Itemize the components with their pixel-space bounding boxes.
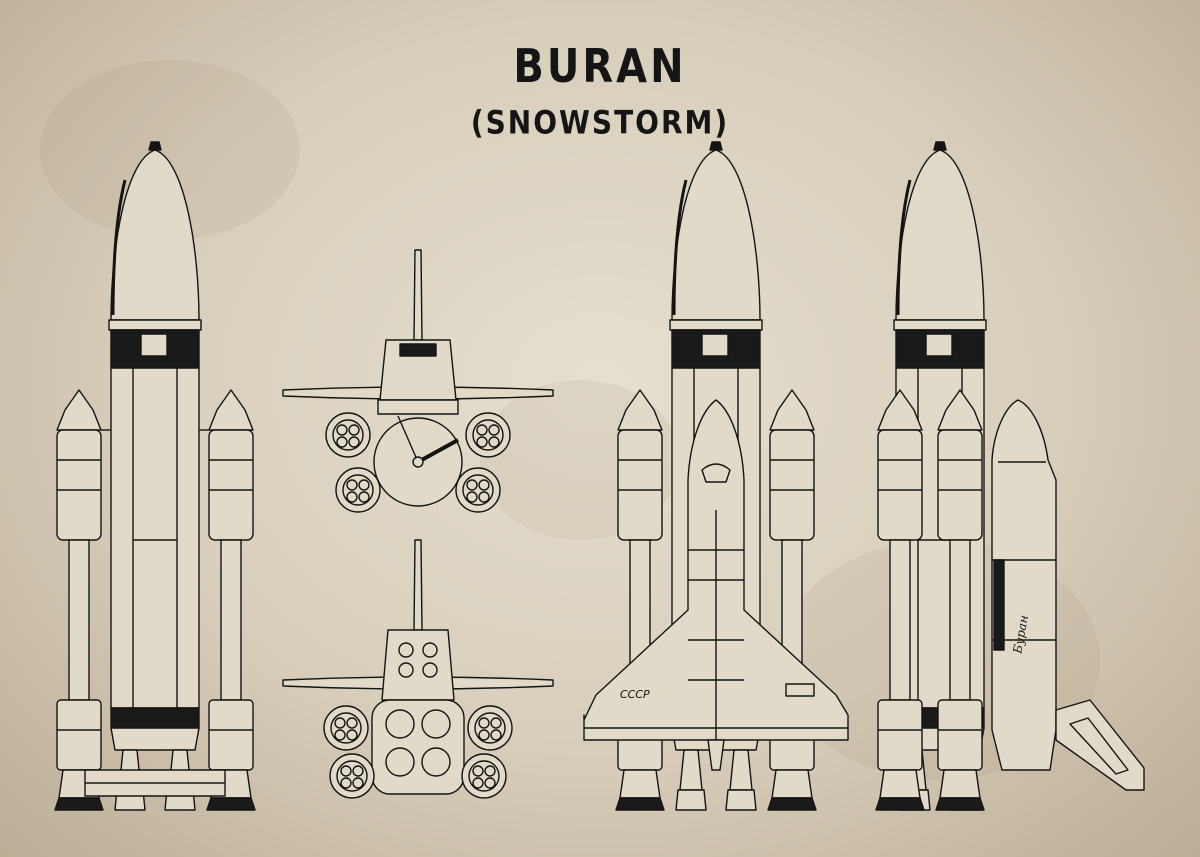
launcher-bottom-view: [283, 540, 553, 799]
orbiter-marking: CCCP: [620, 688, 650, 701]
orbiter-name: Буран: [1010, 614, 1031, 655]
launcher-front-view: CCCP: [584, 140, 848, 812]
launcher-rear-view: [54, 140, 256, 812]
poster-subtitle: (SNOWSTORM): [470, 103, 730, 142]
launcher-top-view: [283, 250, 553, 513]
poster-title: BURAN: [513, 40, 687, 94]
launcher-side-view: Буран: [875, 140, 1144, 812]
